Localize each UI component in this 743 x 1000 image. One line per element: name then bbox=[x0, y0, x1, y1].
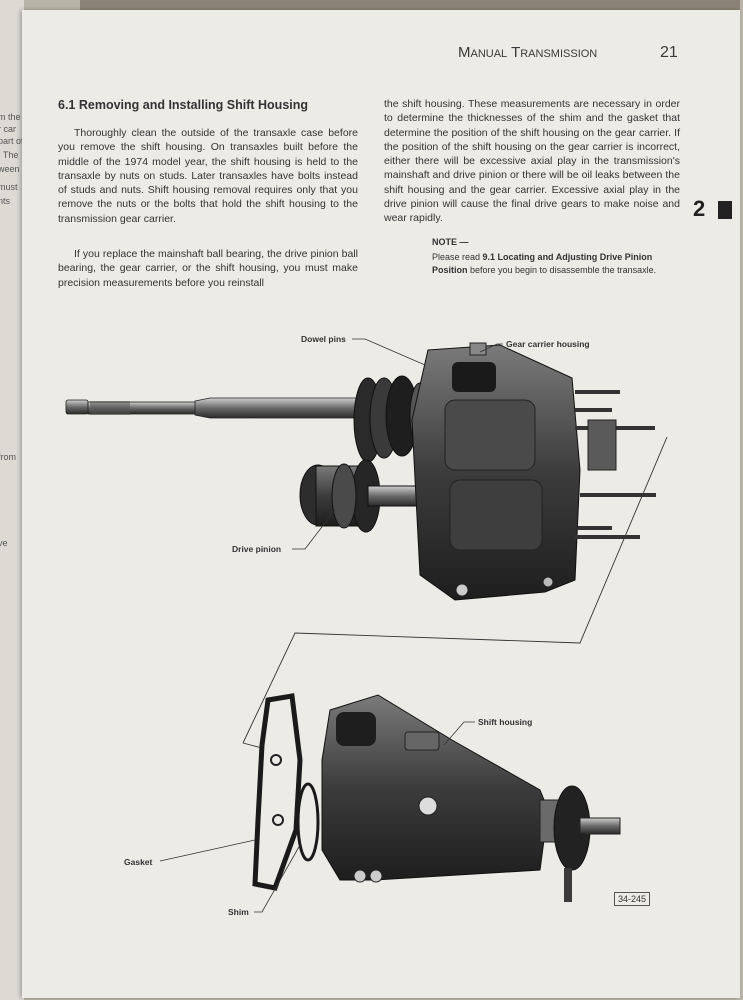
running-header-title: Manual Transmission bbox=[458, 44, 598, 61]
page-number: 21 bbox=[660, 44, 678, 61]
note-prefix: Please read bbox=[432, 252, 483, 262]
alignment-guide-lines bbox=[242, 436, 668, 749]
label-gasket: Gasket bbox=[124, 857, 153, 867]
margin-fragment: m the bbox=[0, 112, 21, 122]
margin-fragment: . The bbox=[0, 150, 19, 160]
note-title: NOTE — bbox=[432, 237, 469, 247]
label-shift-housing: Shift housing bbox=[478, 717, 533, 727]
margin-fragment: part of bbox=[0, 136, 24, 146]
margin-fragment: from bbox=[0, 452, 16, 462]
margin-fragment: nts bbox=[0, 196, 11, 206]
body-paragraph: Thoroughly clean the outside of the tran… bbox=[58, 127, 358, 225]
drive-pinion bbox=[299, 459, 419, 533]
label-drive-pinion: Drive pinion bbox=[232, 544, 282, 554]
previous-page-edge: m the r car part of . The ween must nts … bbox=[0, 0, 24, 1000]
label-shim: Shim bbox=[228, 907, 249, 917]
label-gear-carrier-housing: Gear carrier housing bbox=[506, 339, 590, 349]
section-heading: 6.1 Removing and Installing Shift Housin… bbox=[58, 98, 309, 112]
margin-fragment: must bbox=[0, 182, 18, 192]
gasket bbox=[252, 693, 303, 891]
label-leader-lines bbox=[159, 338, 503, 913]
body-paragraph: If you replace the mainshaft ball bearin… bbox=[58, 248, 358, 289]
figure-id: 34-245 bbox=[614, 892, 651, 906]
mainshaft bbox=[65, 397, 361, 419]
margin-fragment: r car bbox=[0, 124, 16, 134]
note-suffix: before you begin to disassemble the tran… bbox=[467, 264, 657, 275]
gear-carrier-housing bbox=[411, 342, 656, 601]
margin-fragment: ve bbox=[0, 538, 8, 548]
shift-housing bbox=[321, 694, 621, 902]
mainshaft-gears bbox=[353, 375, 431, 463]
chapter-tab-number: 2 bbox=[693, 196, 706, 221]
label-dowel-pins: Dowel pins bbox=[301, 334, 346, 344]
note-reference: 9.1 Locating and Adjusting Drive Pinion … bbox=[432, 252, 653, 275]
shim bbox=[296, 782, 320, 862]
body-paragraph: the shift housing. These measurements ar… bbox=[384, 98, 680, 225]
chapter-tab-marker bbox=[718, 201, 732, 219]
note-body: Please read 9.1 Locating and Adjusting D… bbox=[432, 251, 668, 276]
margin-fragment: ween bbox=[0, 164, 20, 174]
